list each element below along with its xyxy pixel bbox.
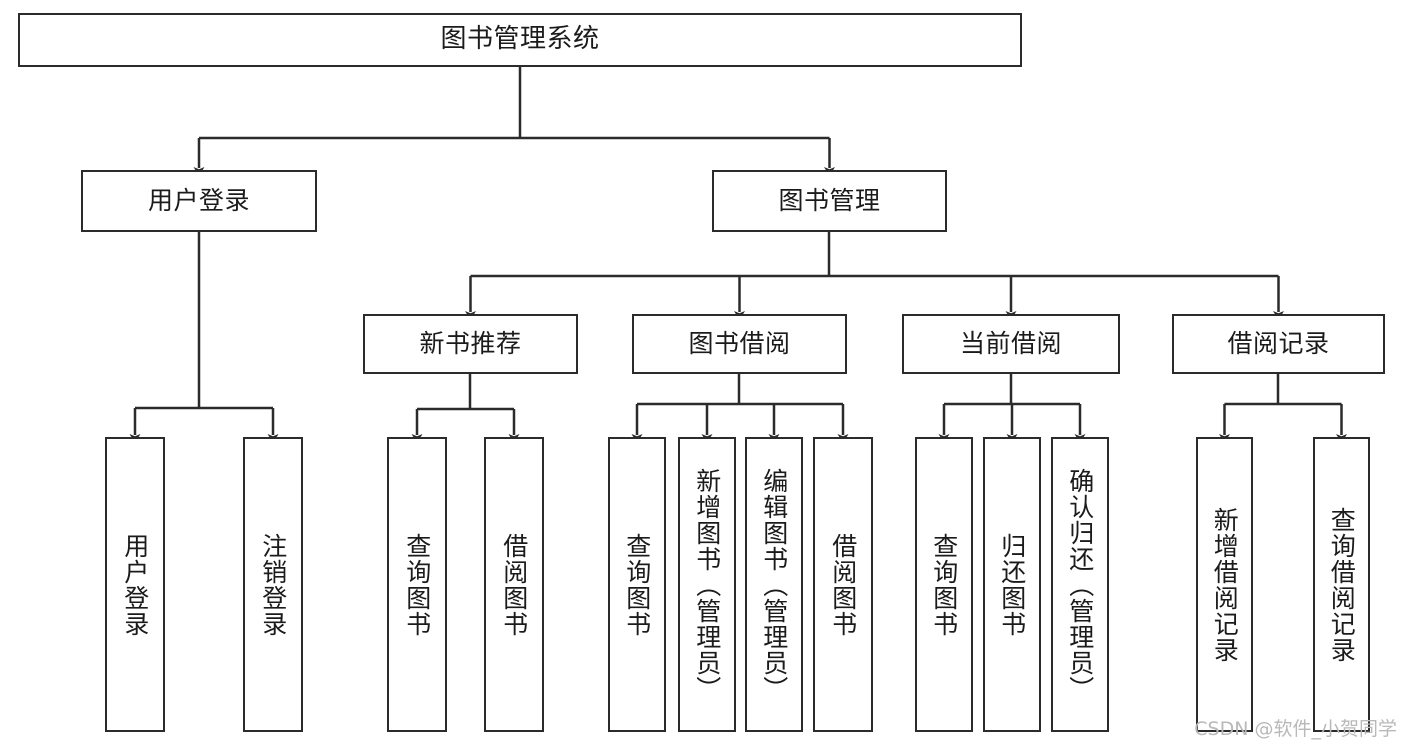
node-label-n-query: 查询图书 [402,532,432,637]
node-l-logout[interactable]: 注销登录 [243,437,303,732]
node-label-login: 用户登录 [147,186,250,215]
node-label-c-confirm: 确认归还（管理员） [1065,467,1095,702]
node-current[interactable]: 当前借阅 [902,314,1120,374]
node-label-current: 当前借阅 [959,329,1062,358]
node-b-query[interactable]: 查询图书 [608,437,666,732]
node-label-borrow: 图书借阅 [688,329,791,358]
node-label-root: 图书管理系统 [440,24,600,55]
node-label-records: 借阅记录 [1227,329,1330,358]
node-c-return[interactable]: 归还图书 [983,437,1041,732]
node-l-login[interactable]: 用户登录 [105,437,165,732]
node-label-newbook: 新书推荐 [419,329,522,358]
node-label-l-logout: 注销登录 [258,532,288,637]
node-label-b-add: 新增图书（管理员） [692,467,722,702]
node-n-borrow[interactable]: 借阅图书 [484,437,544,732]
node-login[interactable]: 用户登录 [81,170,317,232]
node-c-confirm[interactable]: 确认归还（管理员） [1051,437,1109,732]
node-n-query[interactable]: 查询图书 [387,437,447,732]
node-label-c-query: 查询图书 [929,532,959,637]
node-borrow[interactable]: 图书借阅 [632,314,847,374]
node-b-borrow[interactable]: 借阅图书 [813,437,873,732]
csdn-watermark: CSDN @软件_小贺同学 [1194,718,1397,740]
node-label-r-add: 新增借阅记录 [1210,506,1240,663]
node-root[interactable]: 图书管理系统 [18,13,1022,67]
node-newbook[interactable]: 新书推荐 [363,314,578,374]
node-records[interactable]: 借阅记录 [1172,314,1385,374]
node-label-n-borrow: 借阅图书 [499,532,529,637]
node-r-query[interactable]: 查询借阅记录 [1313,437,1370,732]
node-b-add[interactable]: 新增图书（管理员） [678,437,736,732]
node-b-edit[interactable]: 编辑图书（管理员） [745,437,803,732]
node-label-b-edit: 编辑图书（管理员） [759,467,789,702]
node-r-add[interactable]: 新增借阅记录 [1196,437,1253,732]
node-label-b-query: 查询图书 [622,532,652,637]
node-bookmgmt[interactable]: 图书管理 [712,170,947,232]
node-label-r-query: 查询借阅记录 [1327,506,1357,663]
node-label-bookmgmt: 图书管理 [778,186,881,215]
node-label-b-borrow: 借阅图书 [828,532,858,637]
node-label-c-return: 归还图书 [997,532,1027,637]
node-c-query[interactable]: 查询图书 [915,437,973,732]
node-label-l-login: 用户登录 [120,532,150,637]
